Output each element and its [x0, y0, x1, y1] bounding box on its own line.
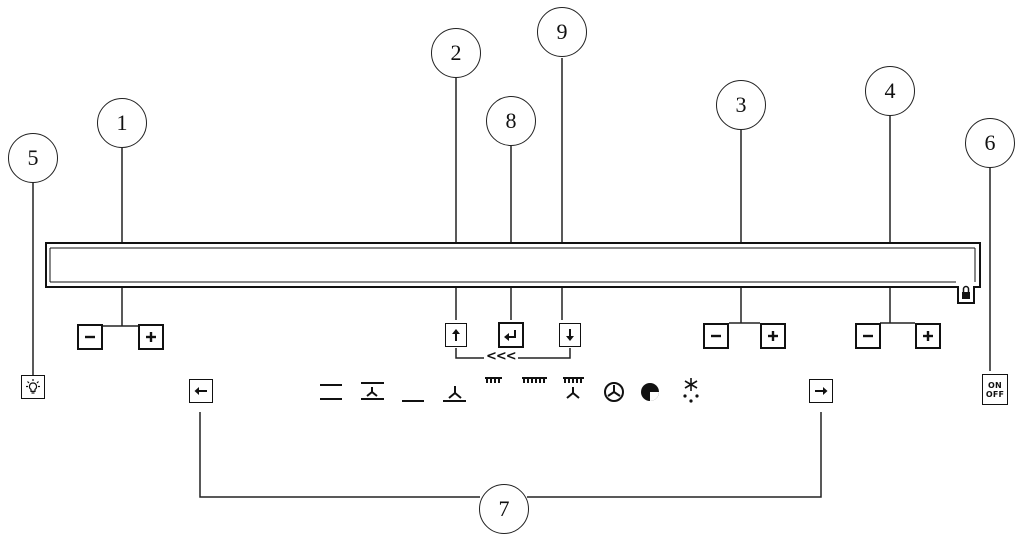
down-button[interactable] [559, 323, 581, 347]
power-label-off: OFF [985, 389, 1005, 399]
fan-symbol [443, 386, 466, 402]
light-button[interactable] [21, 375, 45, 399]
power-label-on: ON [988, 380, 1002, 390]
zone4-plus-button[interactable] [915, 323, 941, 349]
minus-icon [85, 335, 95, 339]
enter-button[interactable] [498, 322, 524, 348]
zone4-minus-button[interactable] [855, 323, 881, 349]
callout-6: 6 [965, 118, 1015, 168]
plus-icon [146, 332, 156, 342]
enter-icon [504, 330, 516, 341]
zone3-plus-button[interactable] [760, 323, 786, 349]
double-bar-symbol [320, 384, 342, 400]
callout-3: 3 [716, 80, 766, 130]
callout-1: 1 [97, 98, 147, 148]
callout-4: 4 [865, 66, 915, 116]
bar-with-fan-symbol [361, 382, 384, 400]
arrow-right-icon [815, 387, 828, 395]
small-rack-symbol [485, 377, 502, 383]
zone1-plus-button[interactable] [138, 324, 164, 350]
quarter-circle-symbol [641, 383, 659, 401]
callout-5: 5 [8, 133, 58, 183]
right-button[interactable] [809, 379, 833, 403]
leader-line-7b [527, 412, 822, 498]
plus-icon [923, 331, 933, 341]
minus-icon [711, 334, 721, 338]
light-bulb-icon [26, 379, 40, 394]
callout-9: 9 [537, 7, 587, 57]
minus-icon [863, 334, 873, 338]
zone1-minus-button[interactable] [77, 324, 103, 350]
rack-with-fan-symbol [563, 377, 584, 399]
lock-icon [962, 285, 970, 299]
plus-icon [768, 331, 778, 341]
display-bar [45, 242, 981, 304]
arrow-up-icon [452, 329, 460, 341]
arrow-down-icon [566, 329, 574, 341]
callout-2: 2 [431, 28, 481, 78]
fan-circle-symbol [604, 382, 624, 402]
step-chevrons: <<< [484, 349, 518, 364]
leader-line-7 [199, 412, 480, 498]
power-button[interactable]: ON OFF [982, 374, 1008, 405]
left-button[interactable] [189, 379, 213, 403]
zone3-minus-button[interactable] [703, 323, 729, 349]
up-button[interactable] [445, 323, 467, 347]
wide-rack-symbol [522, 377, 547, 383]
callout-8: 8 [486, 96, 536, 146]
arrow-left-icon [194, 387, 207, 395]
star-drops-symbol [683, 378, 699, 403]
callout-7: 7 [479, 484, 529, 534]
status-symbols [320, 377, 624, 402]
